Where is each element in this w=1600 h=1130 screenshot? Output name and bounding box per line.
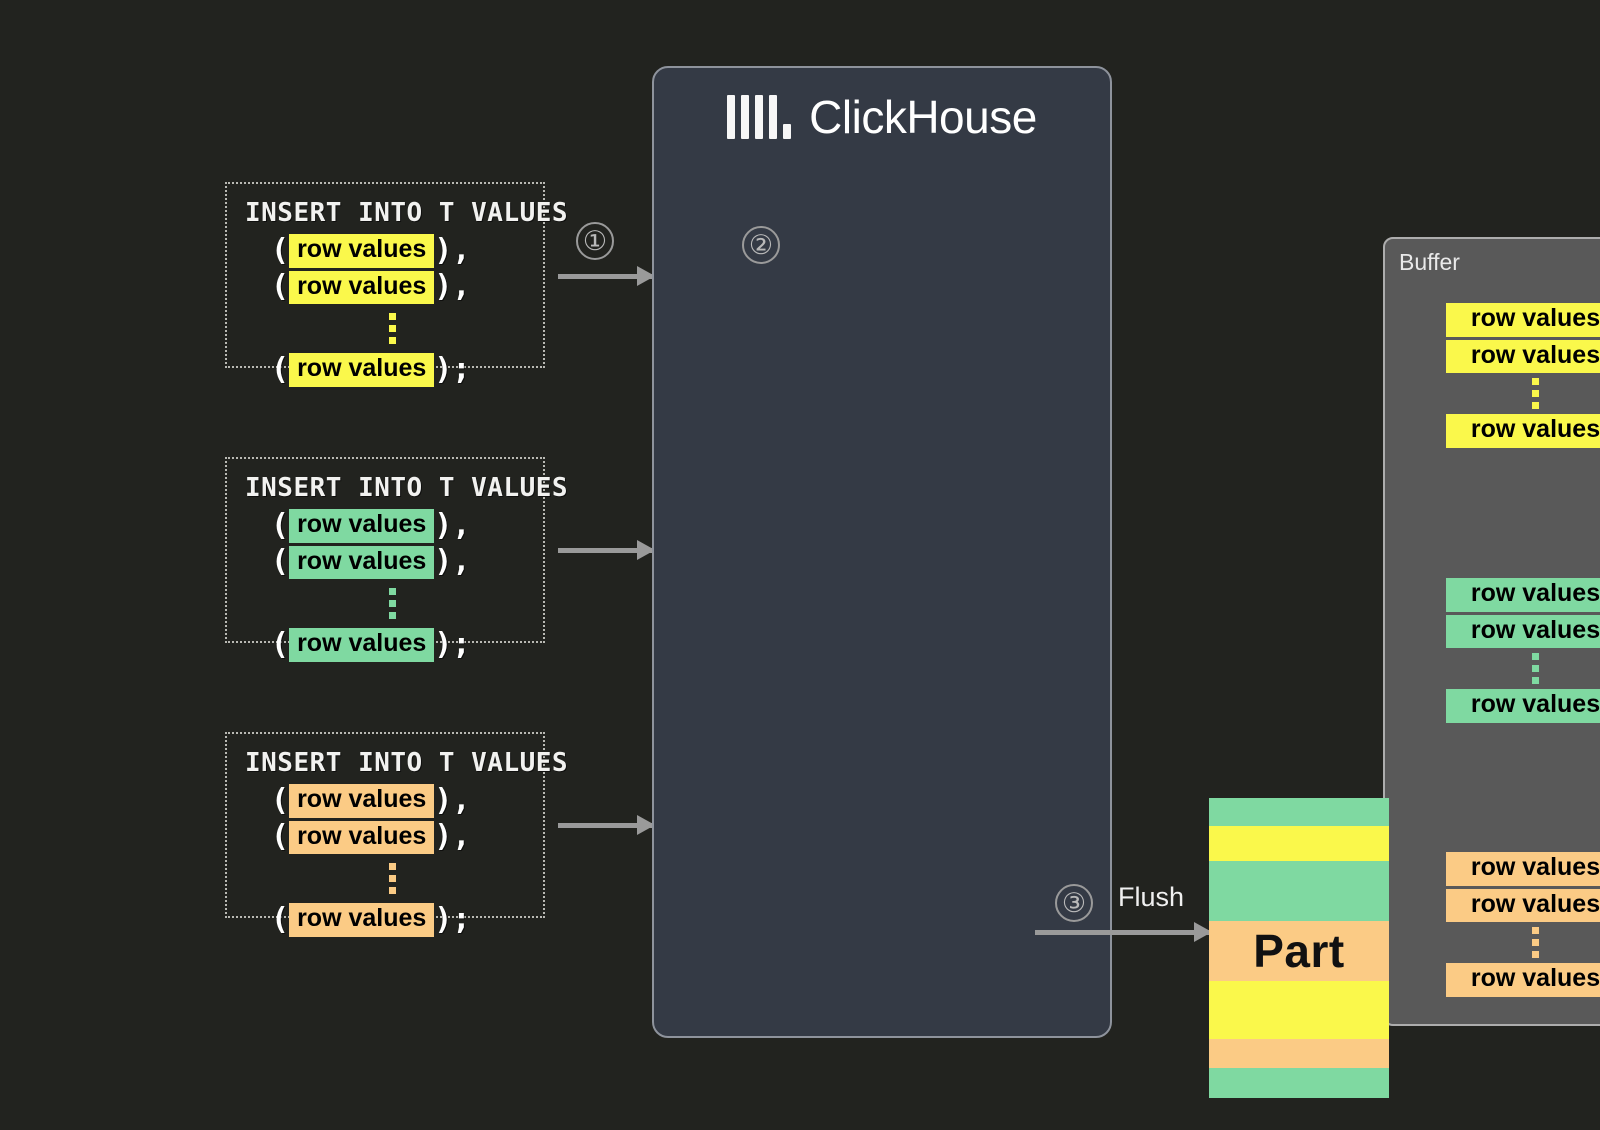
insert-statement-box-1: INSERT INTO T VALUES ( row values ), ( r…	[225, 182, 569, 387]
insert-statement-box-2: INSERT INTO T VALUES ( row values ), ( r…	[225, 457, 569, 662]
open-paren: (	[271, 782, 290, 818]
insert-row: ( row values ),	[241, 269, 529, 305]
vertical-ellipsis	[241, 857, 529, 900]
row-values-chip: row values	[289, 784, 435, 818]
insert-statement-box-3: INSERT INTO T VALUES ( row values ), ( r…	[225, 732, 569, 937]
close-paren: ),	[434, 819, 471, 855]
row-values-chip: row values	[1445, 339, 1600, 373]
part-stripe	[1209, 1068, 1389, 1098]
buffer-group-orange: row values row values row values	[1385, 849, 1600, 1000]
part-stripe	[1209, 1039, 1389, 1068]
row-values-chip: row values	[1445, 888, 1600, 922]
close-paren: );	[434, 901, 471, 937]
close-paren: ),	[434, 544, 471, 580]
insert-row: ( row values ),	[241, 819, 529, 855]
row-values-chip: row values	[289, 270, 435, 304]
part-block: Part	[1209, 798, 1389, 1098]
row-values-chip: row values	[289, 545, 435, 579]
vertical-ellipsis	[1385, 653, 1600, 684]
buffer-row: row values	[1385, 963, 1600, 997]
row-values-chip: row values	[289, 820, 435, 854]
row-values-chip: row values	[1445, 414, 1600, 448]
insert-row: ( row values ),	[241, 509, 529, 543]
row-values-chip: row values	[1445, 614, 1600, 648]
arrow-insert-3	[558, 815, 655, 835]
row-values-chip: row values	[289, 509, 435, 543]
row-values-chip: row values	[289, 903, 435, 937]
clickhouse-server-panel: ClickHouse Buffer row values row values …	[652, 66, 1600, 1038]
close-paren: ),	[434, 782, 471, 818]
step-marker-3: ③	[1055, 884, 1093, 922]
buffer-row: row values	[1385, 614, 1600, 648]
close-paren: );	[434, 351, 471, 387]
close-paren: );	[434, 626, 471, 662]
row-values-chip: row values	[289, 628, 435, 662]
part-stripe	[1209, 826, 1389, 861]
insert-row: ( row values ),	[241, 544, 529, 580]
buffer-row: row values	[1385, 888, 1600, 922]
insert-title-1: INSERT INTO T VALUES	[245, 198, 569, 228]
part-stripe	[1209, 861, 1389, 921]
row-values-chip: row values	[1445, 578, 1600, 612]
clickhouse-header: ClickHouse	[654, 94, 1110, 140]
row-values-chip: row values	[289, 353, 435, 387]
clickhouse-logo-icon	[727, 95, 792, 139]
part-stripe	[1209, 981, 1389, 1039]
part-stripe: Part	[1209, 921, 1389, 981]
clickhouse-title: ClickHouse	[809, 91, 1037, 143]
flush-label: Flush	[1118, 882, 1185, 912]
insert-row: ( row values );	[241, 628, 529, 662]
open-paren: (	[271, 269, 290, 305]
buffer-row: row values	[1385, 578, 1600, 612]
step-marker-1: ①	[576, 222, 614, 260]
vertical-ellipsis	[1385, 378, 1600, 409]
buffer-row: row values	[1385, 339, 1600, 373]
row-values-chip: row values	[1445, 689, 1600, 723]
insert-row: ( row values ),	[241, 784, 529, 818]
insert-row: ( row values ),	[241, 234, 529, 268]
close-paren: ),	[434, 232, 471, 268]
step-marker-2: ②	[742, 226, 780, 264]
part-stripe	[1209, 798, 1389, 826]
arrow-flush	[1035, 922, 1212, 942]
buffer-row: row values	[1385, 852, 1600, 886]
insert-row: ( row values );	[241, 903, 529, 937]
close-paren: ),	[434, 507, 471, 543]
arrow-insert-2	[558, 540, 655, 560]
arrow-insert-1	[558, 266, 655, 286]
part-label: Part	[1253, 925, 1345, 977]
buffer-row: row values	[1385, 689, 1600, 723]
row-values-chip: row values	[289, 234, 435, 268]
open-paren: (	[271, 544, 290, 580]
open-paren: (	[271, 819, 290, 855]
buffer-row: row values	[1385, 414, 1600, 448]
vertical-ellipsis	[241, 307, 529, 350]
insert-row: ( row values );	[241, 353, 529, 387]
buffer-label: Buffer	[1399, 249, 1460, 275]
vertical-ellipsis	[1385, 927, 1600, 958]
row-values-chip: row values	[1445, 852, 1600, 886]
buffer-group-yellow: row values row values row values	[1385, 300, 1600, 451]
vertical-ellipsis	[241, 582, 529, 625]
row-values-chip: row values	[1445, 303, 1600, 337]
insert-title-2: INSERT INTO T VALUES	[245, 473, 569, 503]
buffer-row: row values	[1385, 303, 1600, 337]
buffer-panel: Buffer row values row values row values	[1383, 237, 1600, 1026]
open-paren: (	[271, 232, 290, 268]
open-paren: (	[271, 507, 290, 543]
buffer-group-green: row values row values row values	[1385, 575, 1600, 726]
row-values-chip: row values	[1445, 963, 1600, 997]
open-paren: (	[271, 351, 290, 387]
open-paren: (	[271, 626, 290, 662]
open-paren: (	[271, 901, 290, 937]
close-paren: ),	[434, 269, 471, 305]
insert-title-3: INSERT INTO T VALUES	[245, 748, 569, 778]
